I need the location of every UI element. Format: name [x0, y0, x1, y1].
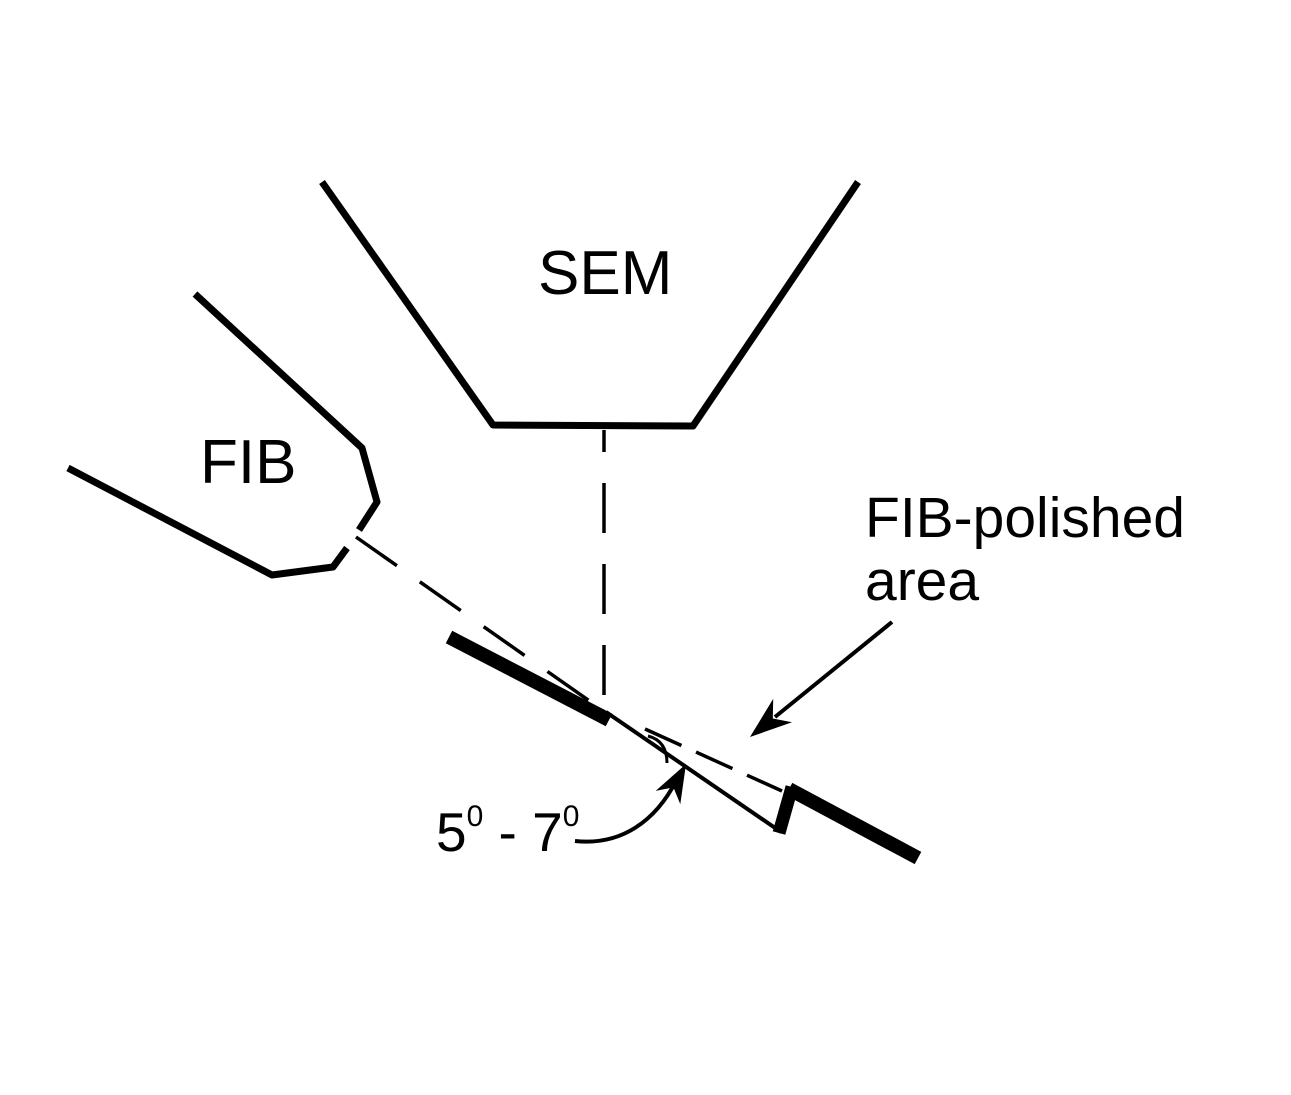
polished-area-arrowhead-icon: [750, 698, 792, 737]
polished-area-pointer-line: [773, 620, 894, 719]
sem-column-outline: [319, 179, 861, 430]
angle-leader-arrowhead-icon: [655, 764, 686, 805]
fib-column-outline-upper: [192, 291, 381, 532]
fib-column-label: FIB: [200, 428, 297, 497]
angle-leader-curve: [574, 780, 678, 844]
angle-min-value: 5: [436, 801, 467, 863]
sample-top-surface-line: [445, 630, 613, 727]
fib-beam-dashed-line: [354, 535, 610, 716]
surface-extension-dashed-line: [644, 727, 783, 793]
glancing-angle-label: 50 - 70: [436, 802, 579, 860]
angle-arc: [647, 734, 669, 764]
fib-polished-area-label-line1: FIB-polished: [865, 486, 1185, 550]
angle-separator: -: [483, 801, 533, 863]
sem-column-label: SEM: [538, 239, 673, 308]
fib-polished-surface-line: [604, 710, 783, 834]
angle-max-value: 7: [532, 801, 563, 863]
fib-polished-area-label: FIB-polished area: [865, 487, 1185, 613]
fib-column-outline-lower: [66, 464, 350, 579]
angle-max-superscript: 0: [562, 800, 580, 833]
angle-min-superscript: 0: [466, 800, 484, 833]
sample-lower-surface-line: [785, 782, 922, 865]
fib-polished-area-label-line2: area: [865, 549, 980, 613]
